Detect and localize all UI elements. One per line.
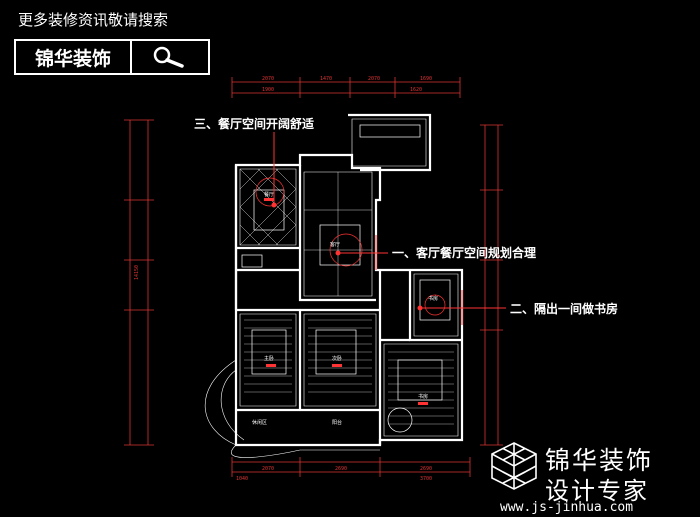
svg-text:3700: 3700 (420, 476, 432, 482)
svg-text:客厅: 客厅 (330, 241, 340, 248)
dimension-lines (124, 77, 503, 477)
svg-text:2690: 2690 (335, 466, 347, 472)
walls (234, 113, 464, 447)
watermark-url: www.js-jinhua.com (500, 500, 634, 515)
dimension-labels: 2070 1470 2070 1690 1900 1620 2070 2690 2690… (134, 76, 432, 482)
brand-search-box[interactable]: 锦华装饰 (14, 39, 210, 75)
cube-logo-icon (491, 442, 537, 490)
svg-text:1900: 1900 (262, 87, 274, 93)
svg-text:餐厅: 餐厅 (264, 191, 274, 198)
svg-text:休闲区: 休闲区 (252, 419, 267, 426)
svg-text:1690: 1690 (420, 76, 432, 82)
svg-text:2070: 2070 (262, 466, 274, 472)
watermark-tagline: 设计专家 (545, 477, 649, 505)
annotation-living: 一、客厅餐厅空间规划合理 (392, 245, 536, 260)
svg-text:1040: 1040 (236, 476, 248, 482)
svg-text:阳台: 阳台 (332, 419, 342, 426)
svg-text:次卧: 次卧 (332, 355, 342, 362)
furniture (241, 124, 451, 433)
room-labels: 主卧 次卧 书房 餐厅 客厅 书房 休闲区 阳台 (252, 191, 438, 426)
bedroom-floor-stripes (244, 319, 454, 425)
magnifier-icon (153, 46, 184, 68)
svg-text:1620: 1620 (410, 87, 422, 93)
room-markers (264, 198, 428, 405)
svg-text:主卧: 主卧 (264, 355, 274, 362)
annotation-study: 二、隔出一间做书房 (510, 301, 618, 316)
brand-name: 锦华装饰 (16, 41, 132, 73)
promo-banner-text: 更多装修资讯敬请搜索 (18, 11, 169, 29)
watermark-brand-name: 锦华装饰 (545, 446, 654, 475)
svg-text:2070: 2070 (368, 76, 380, 82)
leader-lines (271, 132, 506, 325)
svg-text:2690: 2690 (420, 466, 432, 472)
svg-text:书房: 书房 (418, 393, 428, 400)
wall-inner-lines (204, 118, 459, 458)
svg-text:14150: 14150 (134, 265, 140, 280)
search-button[interactable] (132, 41, 208, 73)
dining-floor-pattern (239, 168, 372, 296)
annotation-dining: 三、餐厅空间开阔舒适 (194, 116, 314, 131)
svg-text:1470: 1470 (320, 76, 332, 82)
svg-text:书房: 书房 (428, 295, 438, 302)
svg-text:2070: 2070 (262, 76, 274, 82)
